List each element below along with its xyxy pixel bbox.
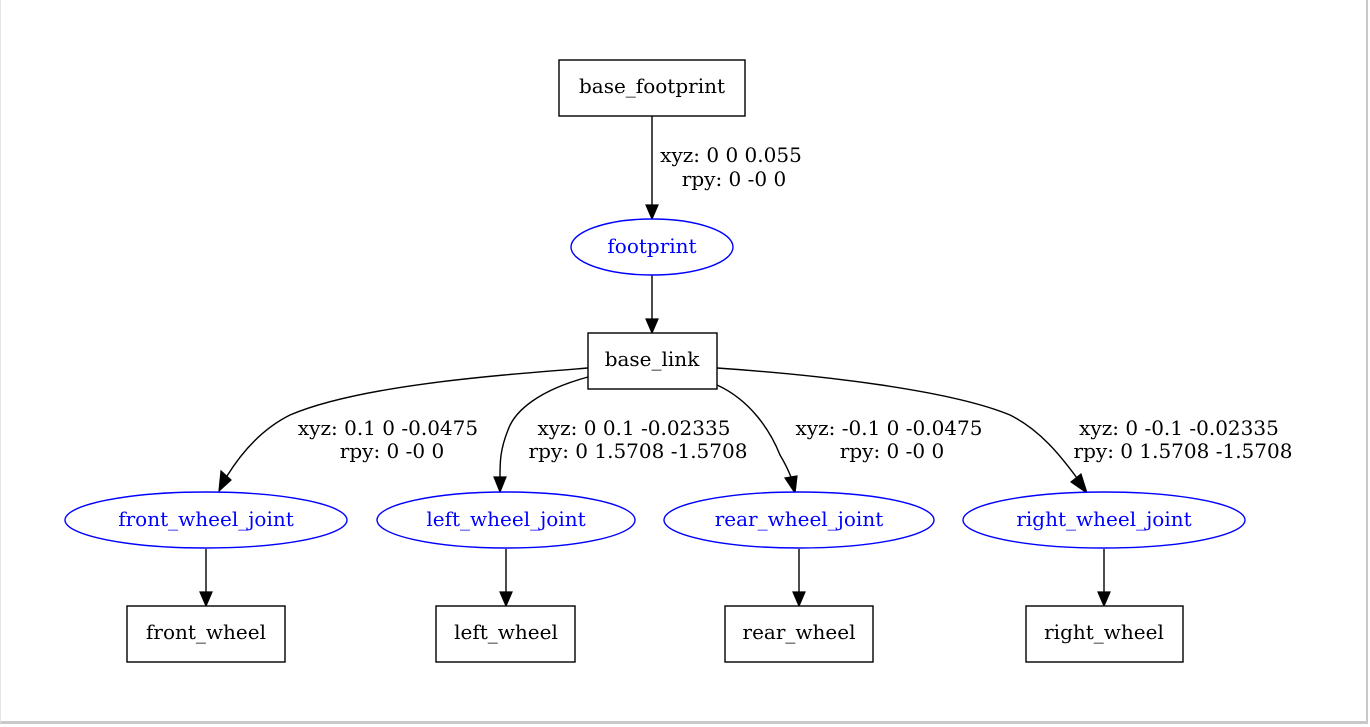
node-front-wheel-joint[interactable]: front_wheel_joint xyxy=(64,491,348,549)
edge-base-link-to-front-wheel-joint xyxy=(218,367,589,493)
node-label: left_wheel xyxy=(454,620,558,644)
node-footprint[interactable]: footprint xyxy=(570,218,734,276)
edge-label-xyz: xyz: -0.1 0 -0.0475 xyxy=(796,416,983,440)
edge-label-rpy: rpy: 0 -0 0 xyxy=(340,439,444,463)
edge-label-xyz: xyz: 0 0 0.055 xyxy=(660,143,802,167)
node-base-footprint[interactable]: base_footprint xyxy=(558,59,746,117)
edge-label-rpy: rpy: 0 1.5708 -1.5708 xyxy=(529,439,748,463)
node-label: left_wheel_joint xyxy=(426,507,585,531)
node-label: front_wheel_joint xyxy=(118,507,294,531)
node-label: front_wheel xyxy=(146,620,266,644)
edge-label-front-wheel-joint: xyz: 0.1 0 -0.0475 rpy: 0 -0 0 xyxy=(298,416,478,463)
node-right-wheel-joint[interactable]: right_wheel_joint xyxy=(962,491,1246,549)
edge-label-rear-wheel-joint: xyz: -0.1 0 -0.0475 rpy: 0 -0 0 xyxy=(796,416,983,463)
edge-label-rpy: rpy: 0 -0 0 xyxy=(840,439,944,463)
node-label: footprint xyxy=(607,234,696,258)
edge-footprint-to-base-link xyxy=(645,275,659,335)
node-left-wheel-joint[interactable]: left_wheel_joint xyxy=(376,491,636,549)
node-front-wheel[interactable]: front_wheel xyxy=(126,605,286,663)
node-right-wheel[interactable]: right_wheel xyxy=(1025,605,1184,663)
edge-label-left-wheel-joint: xyz: 0 0.1 -0.02335 rpy: 0 1.5708 -1.570… xyxy=(529,416,748,463)
edge-base-link-to-left-wheel-joint xyxy=(493,376,589,494)
edge-label-xyz: xyz: 0 -0.1 -0.02335 xyxy=(1079,416,1279,440)
node-label: base_link xyxy=(605,347,701,371)
node-label: right_wheel xyxy=(1044,620,1164,644)
edge-right-wheel-joint-to-right-wheel xyxy=(1097,549,1111,608)
edge-label-rpy: rpy: 0 1.5708 -1.5708 xyxy=(1074,439,1293,463)
edge-left-wheel-joint-to-left-wheel xyxy=(499,549,513,608)
node-label: rear_wheel xyxy=(743,620,856,644)
edge-base-footprint-to-footprint xyxy=(645,116,659,221)
node-base-link[interactable]: base_link xyxy=(587,332,718,390)
edge-label-xyz: xyz: 0 0.1 -0.02335 xyxy=(538,416,731,440)
node-rear-wheel-joint[interactable]: rear_wheel_joint xyxy=(663,491,935,549)
node-label: rear_wheel_joint xyxy=(715,507,884,531)
edge-label-rpy: rpy: 0 -0 0 xyxy=(682,167,786,191)
node-left-wheel[interactable]: left_wheel xyxy=(435,605,576,663)
edge-label-right-wheel-joint: xyz: 0 -0.1 -0.02335 rpy: 0 1.5708 -1.57… xyxy=(1074,416,1293,463)
edge-label-xyz: xyz: 0.1 0 -0.0475 xyxy=(298,416,478,440)
node-rear-wheel[interactable]: rear_wheel xyxy=(724,605,874,663)
edge-label-footprint: xyz: 0 0 0.055 rpy: 0 -0 0 xyxy=(660,143,802,191)
edge-base-link-to-right-wheel-joint xyxy=(716,367,1089,495)
edge-base-link-to-rear-wheel-joint xyxy=(716,384,798,495)
node-label: base_footprint xyxy=(579,74,725,98)
edge-front-wheel-joint-to-front-wheel xyxy=(199,549,213,608)
edge-rear-wheel-joint-to-rear-wheel xyxy=(792,549,806,608)
node-label: right_wheel_joint xyxy=(1016,507,1191,531)
